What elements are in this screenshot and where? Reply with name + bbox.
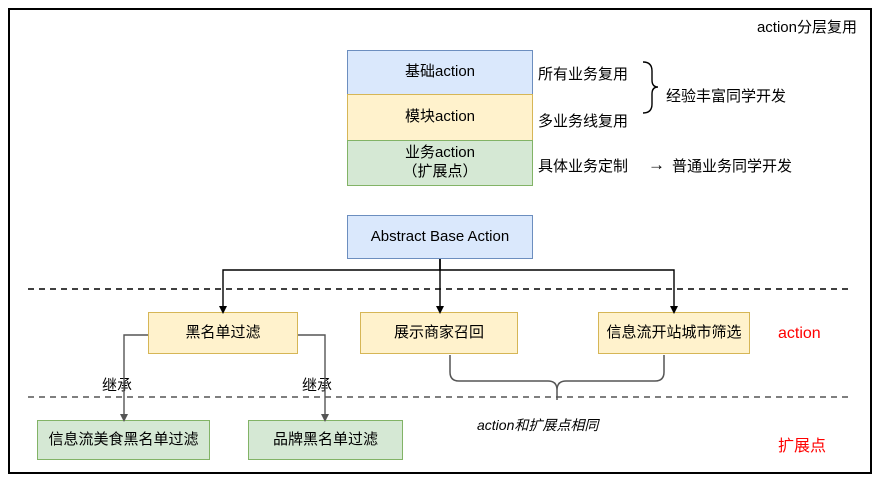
brace-note-action-equals-extension: action和扩展点相同 — [477, 417, 599, 433]
layer-box-base-action: 基础action — [347, 50, 533, 94]
node-extension-brand-blacklist-label: 品牌黑名单过滤 — [272, 430, 378, 448]
node-action-blacklist-filter-label: 黑名单过滤 — [185, 323, 261, 341]
node-action-merchant-recall-label: 展示商家召回 — [393, 323, 484, 341]
arrow-glyph-icon: → — [648, 155, 665, 174]
node-extension-food-blacklist-label: 信息流美食黑名单过滤 — [48, 430, 199, 448]
node-action-city-filter: 信息流开站城市筛选 — [598, 312, 750, 354]
node-action-city-filter-label: 信息流开站城市筛选 — [606, 323, 742, 341]
layer-note-module-action: 多业务线复用 — [538, 113, 629, 130]
band-label-action: action — [778, 325, 821, 342]
node-abstract-base-action-label: Abstract Base Action — [370, 227, 510, 245]
layer-box-module-action: 模块action — [347, 94, 533, 140]
layer-note-business-action: 具体业务定制 — [538, 158, 629, 175]
node-abstract-base-action: Abstract Base Action — [347, 215, 533, 259]
page-title: action分层复用 — [756, 19, 857, 36]
layer-box-business-action: 业务action （扩展点） — [347, 140, 533, 186]
node-extension-brand-blacklist: 品牌黑名单过滤 — [248, 420, 403, 460]
layer-box-base-action-label: 基础action — [404, 63, 476, 81]
layer-note-experienced-dev: 经验丰富同学开发 — [666, 88, 787, 105]
layer-box-business-action-label: 业务action （扩展点） — [402, 144, 478, 180]
layer-note-base-action: 所有业务复用 — [538, 66, 629, 83]
edge-label-inherit-right: 继承 — [302, 377, 333, 394]
node-action-merchant-recall: 展示商家召回 — [360, 312, 518, 354]
layer-box-module-action-label: 模块action — [404, 108, 476, 126]
node-extension-food-blacklist: 信息流美食黑名单过滤 — [37, 420, 210, 460]
edge-label-inherit-left: 继承 — [102, 377, 133, 394]
node-action-blacklist-filter: 黑名单过滤 — [148, 312, 298, 354]
layer-note-custom-dev: 普通业务同学开发 — [672, 158, 793, 175]
band-label-extension-point: 扩展点 — [778, 438, 827, 455]
diagram-outer-border — [8, 8, 872, 474]
